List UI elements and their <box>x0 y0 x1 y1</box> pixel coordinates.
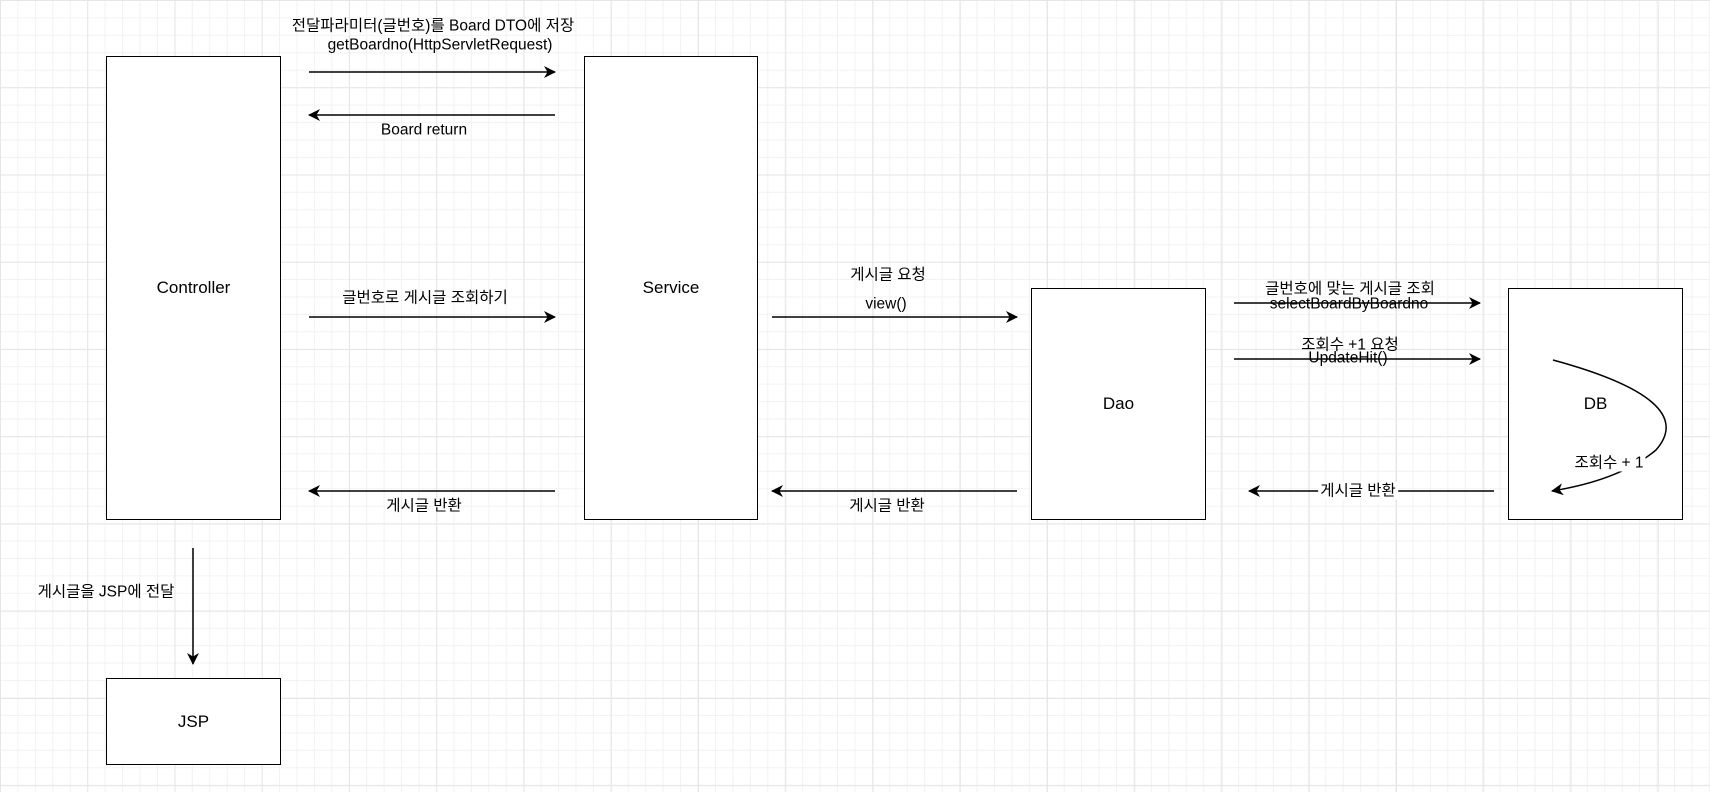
label-view-call: view() <box>865 295 907 313</box>
curve-hit-increment <box>1551 359 1667 496</box>
db-label: DB <box>1583 394 1608 413</box>
label-to-jsp: 게시글을 JSP에 전달 <box>37 583 175 601</box>
label-return-dao-service: 게시글 반환 <box>849 497 925 515</box>
jsp-box: JSP <box>106 678 281 765</box>
label-query-matching: 글번호에 맞는 게시글 조회 <box>1265 280 1435 298</box>
label-select-by-boardno: selectBoardByBoardno <box>1269 295 1429 313</box>
service-label: Service <box>642 278 700 297</box>
label-return-db-dao: 게시글 반환 <box>1318 482 1398 500</box>
label-return-service-controller: 게시글 반환 <box>386 497 462 515</box>
controller-label: Controller <box>156 278 231 297</box>
label-hit-request: 조회수 +1 요청 <box>1301 336 1399 354</box>
jsp-label: JSP <box>177 711 210 731</box>
label-post-request: 게시글 요청 <box>850 266 926 284</box>
dao-box: Dao <box>1031 288 1206 520</box>
dao-label: Dao <box>1102 394 1135 413</box>
controller-box: Controller <box>106 56 281 520</box>
service-box: Service <box>584 56 758 520</box>
label-query-by-no: 글번호로 게시글 조회하기 <box>342 289 508 307</box>
label-hit-plus-one: 조회수 + 1 <box>1572 454 1646 472</box>
label-board-return: Board return <box>380 121 468 139</box>
label-update-hit: UpdateHit() <box>1308 349 1388 367</box>
label-store-param: 전달파라미터(글번호)를 Board DTO에 저장 <box>291 17 575 35</box>
label-get-boardno: getBoardno(HttpServletRequest) <box>327 36 553 54</box>
